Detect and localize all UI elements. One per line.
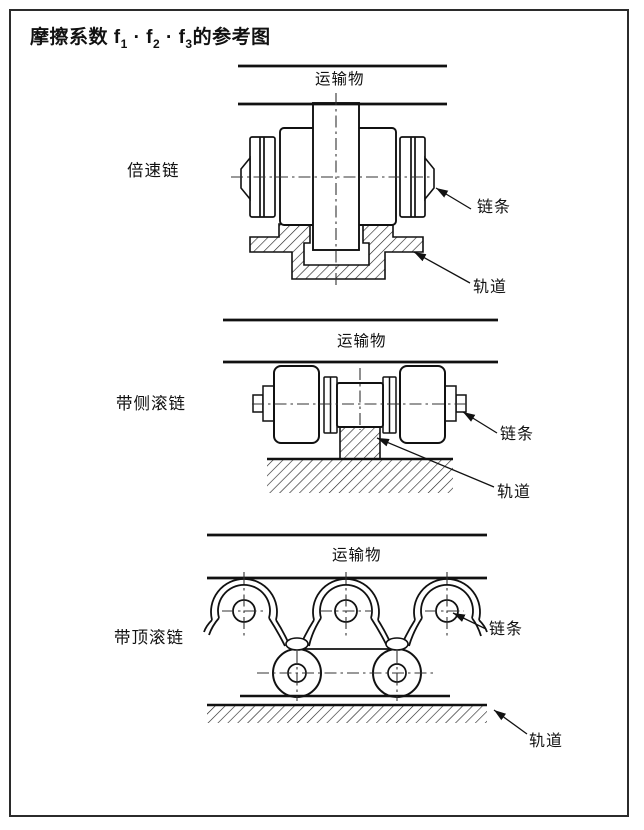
page-title: 摩擦系数 f1 · f2 · f3的参考图: [30, 27, 271, 51]
track-label-2: 轨道: [497, 484, 532, 501]
right-cone-hub: [424, 155, 435, 202]
right-side-roller: [399, 365, 446, 444]
valley-seat-left: [285, 637, 309, 651]
chain-leader-arrow: [435, 187, 472, 210]
left-cone-hub: [240, 155, 251, 202]
track-leader-arrow: [376, 437, 495, 488]
track-leader-arrow: [493, 709, 528, 735]
title-sub-1: 1: [120, 36, 128, 51]
page-border: [9, 9, 629, 817]
track-label-3: 轨道: [529, 733, 564, 750]
ground-hatch: [207, 706, 487, 723]
right-link-plates: [382, 376, 397, 434]
load-label-3: 运输物: [332, 547, 382, 564]
chain-label-3: 链条: [489, 621, 524, 638]
ground-hatch: [267, 460, 453, 493]
left-link-plates: [323, 376, 338, 434]
track-leader-arrow: [413, 251, 471, 284]
title-text: 摩擦系数 f: [30, 27, 121, 48]
chain-leader-arrow: [452, 612, 487, 630]
section-label-side-roller-chain: 带侧滚链: [116, 395, 186, 413]
speed-chain-diagram: [231, 64, 472, 289]
valley-seat-right: [385, 637, 409, 651]
title-sub-2: 2: [153, 36, 161, 51]
centerlines: [231, 93, 433, 289]
track-label-1: 轨道: [473, 279, 508, 296]
chain-label-2: 链条: [500, 426, 535, 443]
section-label-speed-chain: 倍速链: [127, 162, 180, 180]
centerlines: [252, 368, 466, 430]
chain-leader-arrow: [462, 411, 498, 434]
left-side-roller: [273, 365, 320, 444]
top-roller-chain-diagram: [203, 533, 528, 735]
center-bushing: [336, 382, 384, 428]
load-label-1: 运输物: [315, 71, 365, 88]
load-label-2: 运输物: [337, 333, 387, 350]
centerlines: [222, 572, 464, 701]
rail-pedestal: [339, 425, 381, 460]
side-roller-chain-diagram: [223, 318, 498, 493]
section-label-top-roller-chain: 带顶滚链: [114, 629, 184, 647]
title-sub-3: 3: [185, 36, 193, 51]
chain-label-1: 链条: [477, 199, 512, 216]
